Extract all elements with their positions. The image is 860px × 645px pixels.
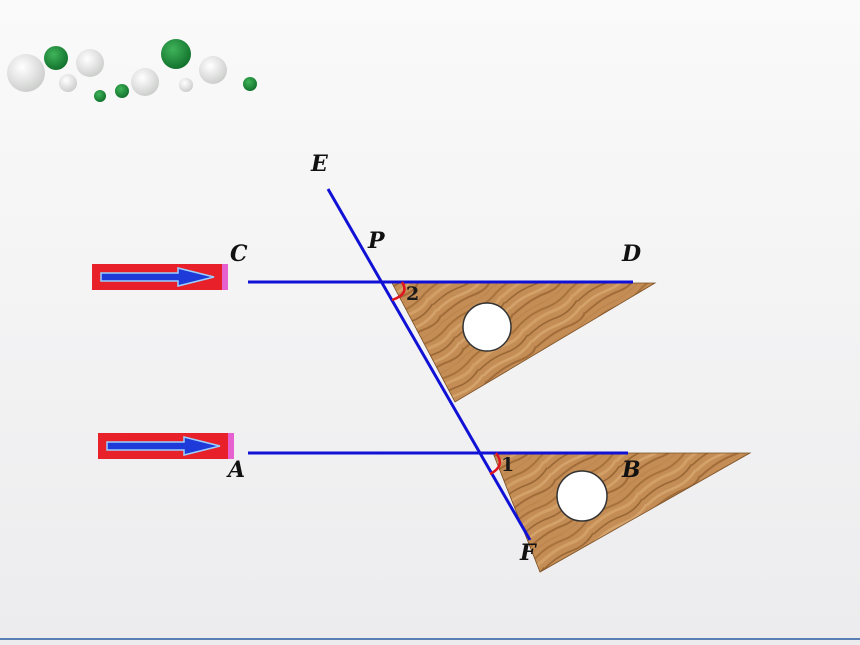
angle-1-mark	[489, 452, 502, 476]
set-square-lower-hole	[556, 470, 608, 522]
arrow-upper	[92, 264, 228, 290]
set-square-upper-hole	[462, 302, 512, 352]
arrow-lower	[98, 433, 234, 459]
logo-dots	[7, 39, 257, 102]
angle-2-mark	[391, 281, 406, 302]
line-ef	[326, 188, 532, 541]
point-label-b: B	[621, 457, 641, 483]
angle-label-2: 2	[406, 283, 419, 305]
point-label-e: E	[310, 151, 329, 177]
point-label-p: P	[367, 228, 386, 254]
point-label-a: A	[226, 457, 245, 483]
point-label-d: D	[621, 241, 641, 267]
point-label-f: F	[519, 540, 537, 566]
bottom-rule	[0, 638, 860, 640]
point-label-c: C	[230, 241, 248, 267]
angle-label-1: 1	[501, 454, 514, 476]
